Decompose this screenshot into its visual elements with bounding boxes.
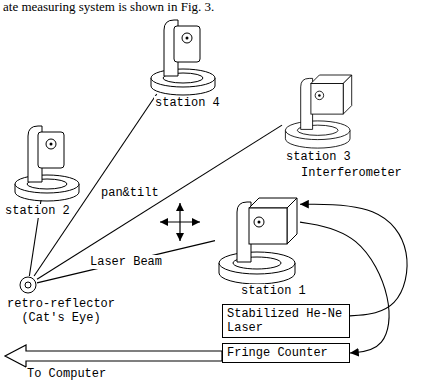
output-label: To Computer [26, 367, 107, 381]
station-label: retro-reflector (Cat's Eye) [4, 297, 118, 325]
station-unit: station 3 [282, 58, 354, 147]
cats-eye-core [25, 282, 31, 288]
laser-beam [34, 94, 157, 276]
laser-box: Stabilized He-Ne Laser [222, 304, 350, 338]
station-unit: station 4 [148, 16, 218, 94]
station-drawing [151, 20, 215, 95]
station-unit: station 2 [12, 122, 82, 200]
output-arrow [5, 345, 222, 367]
station-label: station 2 [4, 204, 71, 218]
station-label: station 1 [240, 284, 307, 298]
laser-beam [37, 241, 215, 283]
retro-reflector: retro-reflector (Cat's Eye) [19, 276, 37, 294]
station-drawing [219, 198, 297, 284]
pan-tilt-arrow [179, 203, 180, 241]
box-text: Fringe Counter [227, 346, 345, 360]
counter-box: Fringe Counter [222, 343, 350, 363]
cats-eye-ball [20, 277, 36, 293]
cats-eye-symbol [19, 276, 37, 294]
signal-cable [300, 204, 407, 316]
pan-tilt-label: pan&tilt [100, 186, 160, 200]
laser-beam [37, 125, 282, 279]
box-text: Stabilized He-Ne Laser [227, 307, 345, 335]
station-label: station 3 [285, 150, 352, 164]
station-drawing [285, 75, 351, 148]
station-unit: station 1 [215, 178, 300, 283]
caption-fragment: ate measuring system is shown in Fig. 3. [2, 0, 215, 14]
interferometer-label: Interferometer [300, 166, 403, 180]
edge-label: Laser Beam [88, 255, 164, 269]
station-drawing [15, 126, 79, 201]
station-label: station 4 [154, 96, 221, 110]
